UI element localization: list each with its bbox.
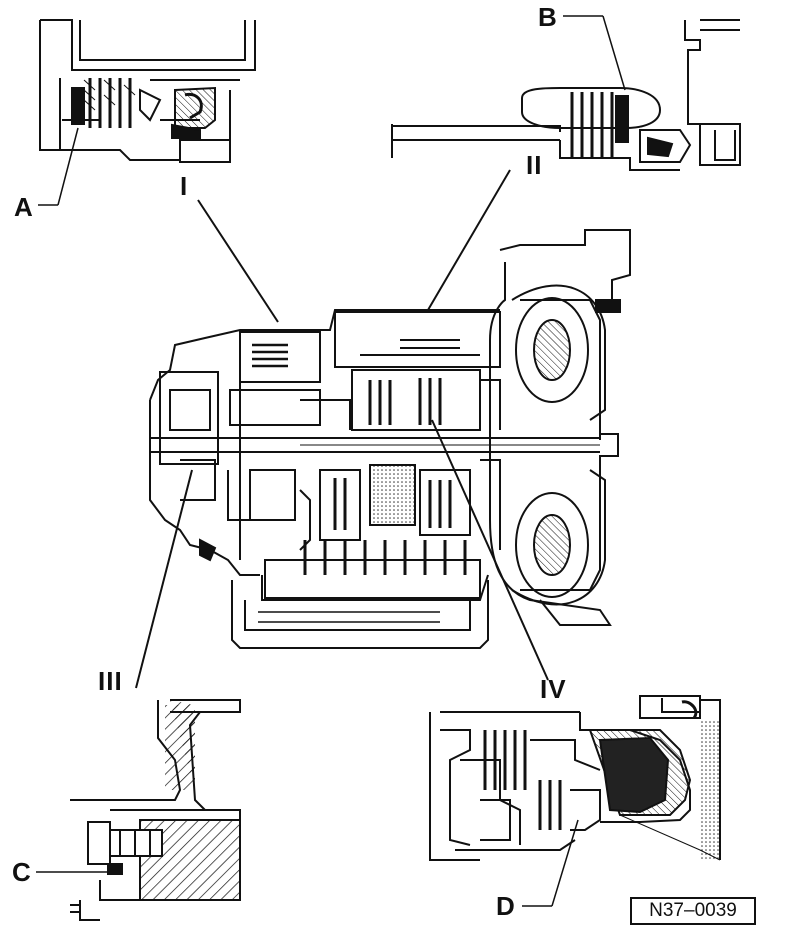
detail-label-iii: III [98,666,123,696]
leader-i [197,199,279,323]
callout-a: A [14,192,33,222]
leader-ii [427,169,511,311]
callout-b: B [538,2,557,32]
main-transmission-section [149,229,631,649]
leader-b-vertical [602,15,626,91]
leader-iv [431,419,549,681]
callout-d: D [496,891,515,921]
detail-label-ii: II [526,150,543,180]
leader-iii [135,469,193,689]
figure-reference-number: N37–0039 [630,897,756,925]
leader-d-vertical [551,819,579,907]
detail-iv-clutch-d [429,695,721,861]
detail-ii-clutch-b [391,19,741,171]
detail-label-i: I [180,171,189,201]
detail-iii-bolt-c [70,699,241,921]
detail-i-clutch-a [39,19,256,163]
detail-label-iv: IV [540,674,567,704]
callout-c: C [12,857,31,887]
leader-a [57,127,79,206]
